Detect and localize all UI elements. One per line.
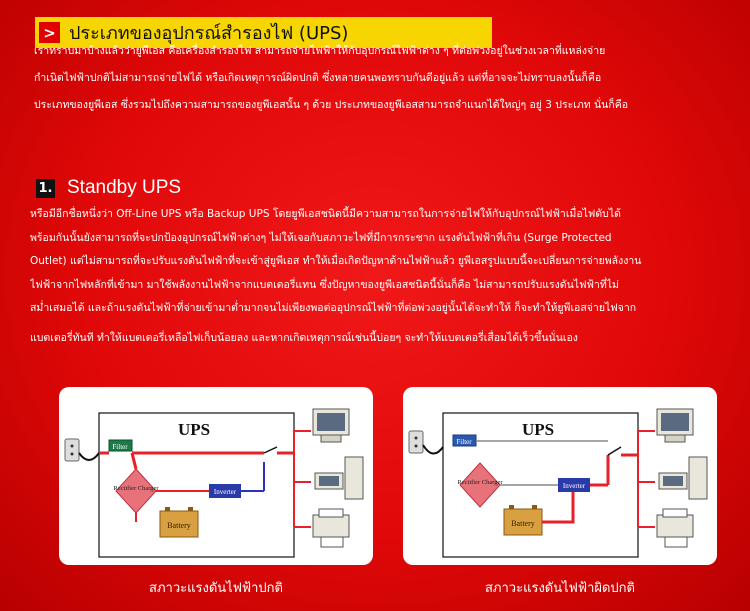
inverter-box bbox=[209, 484, 241, 498]
battery-icon bbox=[503, 508, 543, 536]
section-heading: 1. Standby UPS bbox=[36, 177, 181, 199]
battery-label: Battery bbox=[511, 519, 535, 528]
ups-diagram-normal: UPS Filter Rectifier Charger Inverter Ba… bbox=[59, 387, 373, 565]
section-line: หรือมีอีกชื่อหนึ่งว่า Off-Line UPS หรือ … bbox=[30, 208, 621, 220]
section-paragraph: หรือมีอีกชื่อหนึ่งว่า Off-Line UPS หรือ … bbox=[30, 203, 746, 350]
arrow-right-icon: > bbox=[39, 22, 60, 43]
page-title: ประเภทของอุปกรณ์สำรองไฟ (UPS) bbox=[69, 23, 349, 44]
intro-line: เราทราบมาบ้างแล้วว่ายูพีเอส คือเครื่องสำ… bbox=[34, 45, 606, 57]
intro-line: ประเภทของยูพีเอส ซึ่งรวมไปถึงความสามารถข… bbox=[34, 99, 629, 111]
diagram-caption-abnormal: สภาวะแรงดันไฟฟ้าผิดปกติ bbox=[485, 581, 635, 596]
printer-icon bbox=[656, 514, 694, 538]
power-cord bbox=[422, 444, 444, 455]
rectifier-label: Rectifier Charger bbox=[457, 479, 503, 486]
rectifier-diamond bbox=[459, 462, 501, 508]
intro-paragraph: เราทราบมาบ้างแล้วว่ายูพีเอส คือเครื่องสำ… bbox=[34, 38, 746, 119]
page-title-bar: > ประเภทของอุปกรณ์สำรองไฟ (UPS) bbox=[35, 17, 492, 48]
section-line: พร้อมกันนั้นยังสามารถที่จะปกป้องอุปกรณ์ไ… bbox=[30, 231, 612, 244]
transfer-switch bbox=[263, 446, 278, 454]
section-line: สม่ำเสมอได้ และถ้าแรงดันไฟฟ้าที่จ่ายเข้า… bbox=[30, 302, 637, 314]
rectifier-label: Rectifier Charger bbox=[113, 485, 159, 492]
tower-pc-icon bbox=[688, 456, 708, 500]
wall-outlet-icon bbox=[408, 430, 424, 454]
section-number: 1. bbox=[36, 178, 55, 198]
battery-label: Battery bbox=[167, 521, 191, 530]
section-line: Outlet) แต่ไม่สามารถที่จะปรับแรงดันไฟฟ้า… bbox=[30, 255, 642, 267]
ups-label: UPS bbox=[178, 420, 210, 439]
wall-outlet-icon bbox=[64, 438, 80, 462]
ups-diagram-abnormal: UPS Filter Rectifier Charger Inverter Ba… bbox=[403, 387, 717, 565]
inverter-label: Inverter bbox=[563, 482, 586, 490]
filter-box bbox=[108, 439, 133, 452]
ups-diagram-svg: UPS Filter Rectifier Charger Inverter Ba… bbox=[64, 408, 364, 558]
transfer-switch bbox=[607, 446, 622, 456]
ups-diagram-svg: UPS Filter Rectifier Charger Inverter Ba… bbox=[408, 408, 708, 558]
filter-label: Filter bbox=[456, 438, 472, 446]
printer-icon bbox=[312, 514, 350, 538]
section-line: ไฟฟ้าจากไฟหลักที่เข้ามา มาใช้พลังงานไฟฟ้… bbox=[30, 278, 619, 291]
filter-label: Filter bbox=[112, 443, 128, 451]
ups-label: UPS bbox=[522, 420, 554, 439]
inverter-label: Inverter bbox=[214, 488, 237, 496]
tower-pc-icon bbox=[344, 456, 364, 500]
battery-icon bbox=[159, 510, 199, 538]
section-title: Standby UPS bbox=[67, 177, 182, 198]
intro-line: กำเนิดไฟฟ้าปกติไม่สามารถจ่ายไฟได้ หรือเก… bbox=[34, 72, 602, 84]
section-line: แบตเตอรี่ทันที ทำให้แบตเตอรี่เหลือไฟเก็บ… bbox=[30, 331, 578, 344]
battery-flow bbox=[542, 492, 575, 524]
diagram-caption-normal: สภาวะแรงดันไฟฟ้าปกติ bbox=[149, 581, 283, 596]
inverter-box bbox=[558, 478, 590, 492]
power-cord bbox=[78, 452, 100, 461]
